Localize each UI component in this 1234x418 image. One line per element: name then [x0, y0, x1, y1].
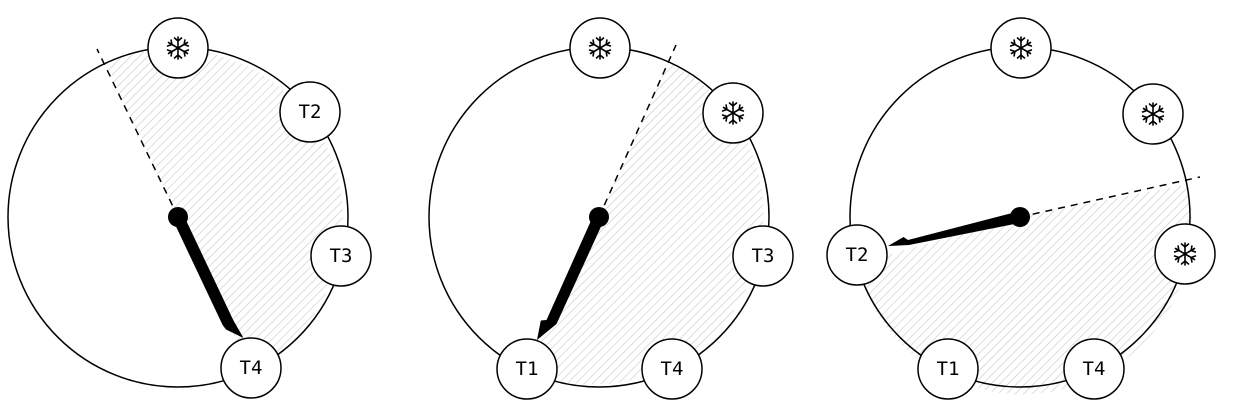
pointer-arrow: [888, 211, 1022, 246]
node: T1: [496, 338, 558, 400]
shaded-sector: [105, 49, 344, 371]
node: [990, 17, 1052, 79]
node-label: T1: [937, 358, 960, 380]
node: [1122, 83, 1184, 145]
node: T2: [279, 81, 341, 143]
node-label: T3: [752, 245, 775, 267]
node: T4: [641, 338, 703, 400]
node: T4: [220, 337, 282, 399]
start-dashed-line: [1019, 176, 1201, 218]
pointer-arrow: [172, 214, 244, 338]
node: [1154, 223, 1216, 285]
node: [702, 82, 764, 144]
node-label: T4: [1083, 358, 1106, 380]
hub-dot: [1010, 207, 1030, 227]
hub-dot: [589, 207, 609, 227]
panel-2: T3 T4 T1: [428, 17, 794, 400]
node-label: T4: [240, 357, 263, 379]
hub-dot: [168, 207, 188, 227]
node: T1: [917, 338, 979, 400]
node-label: T2: [299, 101, 322, 123]
node-label: T2: [846, 244, 869, 266]
pointer-arrow: [537, 214, 605, 340]
node: T4: [1063, 338, 1125, 400]
node-label: T3: [330, 245, 353, 267]
node-label: T4: [661, 358, 684, 380]
start-dashed-line: [96, 48, 179, 218]
node: T3: [310, 225, 372, 287]
node: [569, 17, 631, 79]
node: T2: [826, 224, 888, 286]
start-dashed-line: [598, 44, 677, 218]
node: T3: [732, 225, 794, 287]
node-label: T1: [516, 358, 539, 380]
shaded-sector: [527, 62, 764, 385]
node: [147, 17, 209, 79]
panel-3: T4 T1 T2: [826, 17, 1216, 400]
panel-1: T2 T3 T4: [7, 17, 372, 399]
